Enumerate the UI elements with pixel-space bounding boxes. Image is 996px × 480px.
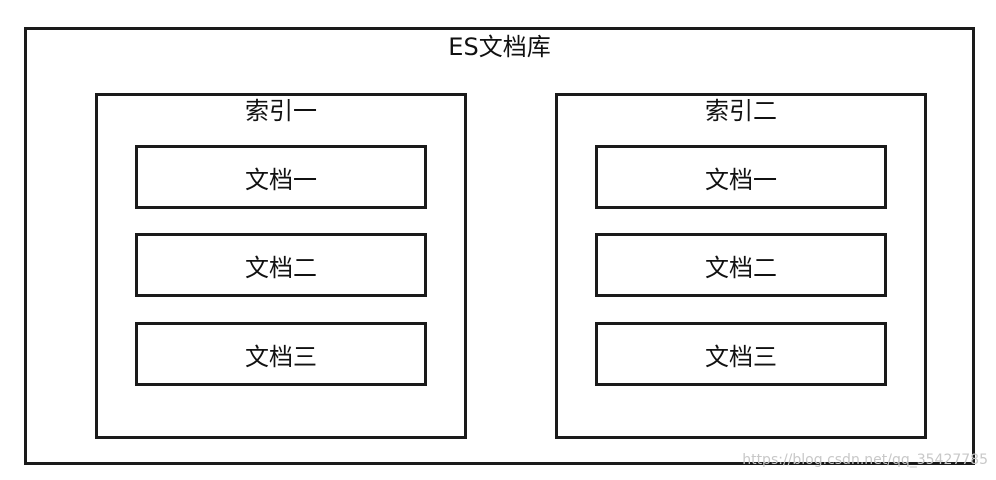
index-two-document-one: 文档一 bbox=[595, 145, 887, 209]
index-one-document-three: 文档三 bbox=[135, 322, 427, 386]
watermark-url: https://blog.csdn.net/qq_35427785 bbox=[742, 452, 988, 468]
index-two-title: 索引二 bbox=[705, 97, 777, 125]
index-one-document-one: 文档一 bbox=[135, 145, 427, 209]
es-library-title: ES文档库 bbox=[448, 33, 551, 61]
index-one-document-two: 文档二 bbox=[135, 233, 427, 297]
index-one-title: 索引一 bbox=[245, 97, 317, 125]
index-two-document-three: 文档三 bbox=[595, 322, 887, 386]
index-two-document-two: 文档二 bbox=[595, 233, 887, 297]
